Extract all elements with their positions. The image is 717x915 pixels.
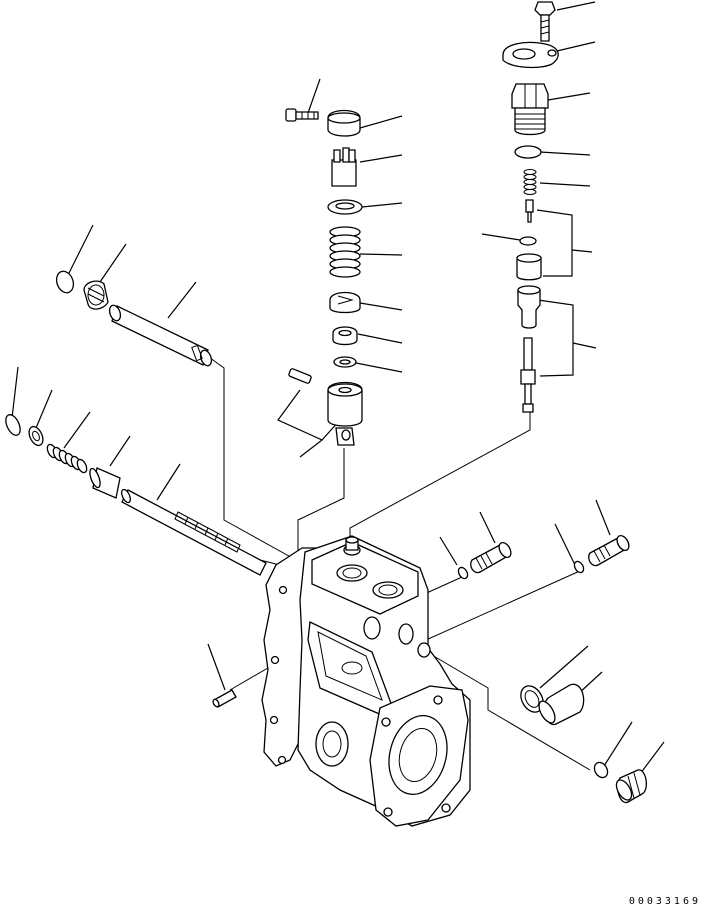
leader-line (308, 79, 320, 113)
rack-guide-tube (108, 304, 214, 367)
washer (26, 424, 45, 447)
o-ring (457, 566, 470, 580)
leader-line (360, 303, 402, 310)
leader-line (360, 254, 402, 255)
drawing-number: 00033169 (628, 896, 701, 907)
leader-line (100, 244, 126, 282)
screw (286, 109, 318, 121)
o-ring (573, 560, 586, 574)
plug-screw-left (84, 281, 108, 309)
plug-screw (613, 770, 646, 803)
leader-line (480, 512, 495, 543)
plunger (521, 338, 535, 412)
washer-hole (31, 430, 41, 442)
spring-seat-lower (330, 293, 360, 313)
leader-line (596, 500, 610, 535)
plunger-bore-inner (379, 585, 397, 595)
snap-ring (3, 412, 23, 437)
leader-line (358, 334, 402, 343)
camshaft-bore (316, 722, 348, 766)
guide-line (426, 570, 582, 640)
leader-line (360, 116, 402, 128)
leader-line (208, 644, 225, 690)
delivery-valve (526, 200, 533, 222)
leader-line (68, 225, 93, 275)
leader-lines (12, 2, 664, 774)
leader-line (482, 234, 520, 240)
leader-line (572, 250, 592, 252)
leader-line (548, 93, 590, 100)
control-sleeve (332, 148, 356, 186)
leader-bracket (537, 210, 572, 276)
leader-line (12, 367, 18, 418)
camshaft-flange (370, 686, 468, 826)
leader-line (540, 646, 588, 688)
delivery-valve-stack (503, 2, 558, 412)
leader-line (157, 464, 180, 500)
tappet-stack (286, 109, 362, 445)
adjusting-shim (333, 327, 357, 345)
leader-line (540, 152, 590, 155)
plunger-bore-inner (343, 568, 361, 578)
valve-spring (524, 170, 536, 195)
valve-seat (517, 254, 541, 280)
dowel-pin (212, 690, 236, 708)
guide-bushing (88, 467, 120, 498)
guide-line (420, 648, 590, 770)
o-ring (515, 146, 541, 158)
leader-line (168, 282, 196, 318)
return-spring (45, 443, 88, 474)
washer-hole (340, 360, 350, 364)
control-rack-parts (3, 269, 266, 708)
leader-line (356, 363, 402, 372)
spring-seat-upper (328, 200, 362, 214)
tappet-pin (288, 368, 311, 384)
leader-line (640, 742, 664, 774)
gasket (516, 682, 547, 716)
guide-line (350, 410, 530, 545)
bolt-top (535, 2, 555, 41)
top-boss (344, 537, 360, 555)
pump-housing (262, 536, 470, 826)
leader-bracket (538, 300, 573, 376)
leader-line (604, 722, 632, 766)
plunger-bore (337, 565, 367, 581)
plug (536, 684, 584, 725)
window-inner (318, 632, 382, 700)
tappet-roller (336, 428, 354, 445)
plunger-barrel (518, 286, 540, 328)
washer (520, 237, 536, 245)
flange-bolt-holes (271, 587, 287, 764)
leader-line (440, 537, 457, 565)
holder-plate (503, 42, 558, 67)
bleeder-plug (589, 534, 632, 566)
window-hole (342, 662, 362, 674)
clamp (328, 111, 360, 137)
leader-line (360, 155, 402, 162)
o-ring (54, 269, 77, 295)
plunger-spring (330, 227, 360, 277)
leader-line (557, 2, 595, 10)
o-ring (592, 760, 610, 780)
leader-line (573, 343, 596, 348)
control-rack (120, 488, 266, 575)
leader-line (540, 183, 590, 186)
bleeder-plug (471, 541, 514, 573)
leader-line (362, 203, 402, 207)
leader-line (555, 524, 575, 565)
leader-line (64, 412, 90, 448)
leader-line (110, 436, 130, 466)
side-port (364, 617, 380, 639)
right-side-parts (457, 534, 647, 803)
leader-bracket (278, 390, 322, 457)
leader-line (36, 390, 52, 428)
valve-holder (512, 84, 548, 135)
plunger-bore (373, 582, 403, 598)
side-port (418, 643, 430, 657)
side-port (399, 624, 413, 644)
roller-tappet (328, 383, 362, 427)
